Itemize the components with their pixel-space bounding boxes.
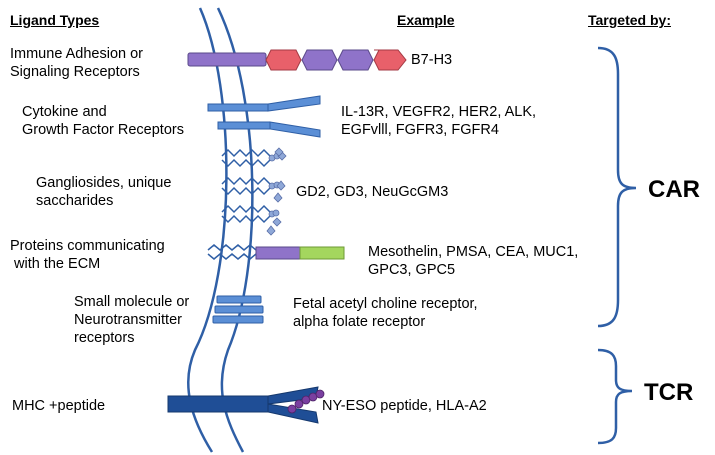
header-example: Example xyxy=(397,12,455,28)
header-ligand-types: Ligand Types xyxy=(10,12,100,28)
ligand-gangliosides: Gangliosides, unique saccharides xyxy=(36,175,172,209)
ligand-mhc-peptide: MHC +peptide xyxy=(12,398,106,414)
ligand-small-molecule: Small molecule or Neurotransmitter recep… xyxy=(74,294,190,346)
target-tcr-label: TCR xyxy=(644,379,694,406)
example-small-molecule: Fetal acetyl choline receptor, alpha fol… xyxy=(293,296,478,330)
example-immune-adhesion: B7-H3 xyxy=(411,52,453,68)
example-mhc-peptide: NY-ESO peptide, HLA-A2 xyxy=(322,398,487,414)
example-cytokine-receptors: IL-13R, VEGFR2, HER2, ALK, EGFvlll, FGFR… xyxy=(341,104,537,138)
tcr-bracket xyxy=(597,348,633,445)
example-ecm-proteins: Mesothelin, PMSA, CEA, MUC1, GPC3, GPC5 xyxy=(368,244,579,278)
header-targeted-by: Targeted by: xyxy=(588,12,671,28)
cytokine-receptor-shape xyxy=(207,95,321,138)
ligand-ecm-proteins: Proteins communicating with the ECM xyxy=(10,238,165,272)
ganglioside-shapes xyxy=(221,148,271,224)
ecm-protein-shape xyxy=(207,244,345,260)
target-car-label: CAR xyxy=(648,176,700,203)
immune-adhesion-receptor-shape xyxy=(187,49,407,71)
example-gangliosides: GD2, GD3, NeuGcGM3 xyxy=(296,184,449,200)
ligand-immune-adhesion: Immune Adhesion or Signaling Receptors xyxy=(10,46,143,80)
ligand-cytokine-receptors: Cytokine and Growth Factor Receptors xyxy=(22,104,184,138)
tcr-mhc-shape xyxy=(167,386,319,424)
saccharide-beads xyxy=(266,147,287,236)
car-bracket xyxy=(597,46,637,328)
peptide-beads xyxy=(287,389,325,414)
neurotransmitter-receptor-shape xyxy=(212,295,264,324)
